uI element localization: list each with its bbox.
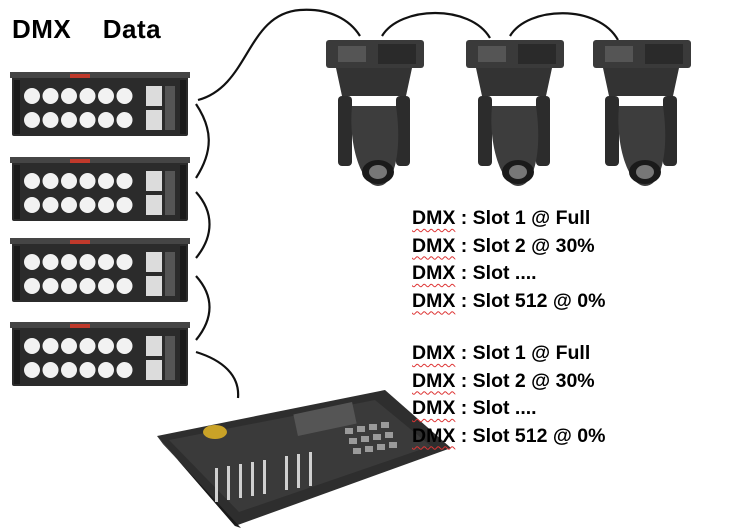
power-socket — [61, 254, 77, 270]
dmx-slot-message: DMX : Slot 2 @ 30% — [412, 233, 606, 261]
dmx-keyword: DMX — [412, 262, 456, 284]
power-socket — [116, 338, 133, 354]
power-socket — [98, 338, 114, 354]
power-socket — [98, 88, 114, 104]
dmx-keyword: DMX — [412, 342, 456, 364]
power-socket — [98, 173, 114, 189]
dimmer-pack-2 — [10, 157, 190, 221]
power-socket — [42, 278, 59, 294]
dmx-slot-message: DMX : Slot 512 @ 0% — [412, 288, 606, 316]
power-socket — [79, 173, 96, 189]
diagram-title: DMX Data — [12, 14, 162, 44]
power-socket — [98, 362, 114, 378]
power-socket — [79, 278, 96, 294]
power-socket — [42, 254, 59, 270]
dimmer-pack-4 — [10, 322, 190, 386]
dimmer-pack-3 — [10, 238, 190, 302]
power-socket — [24, 88, 40, 104]
power-socket — [61, 362, 77, 378]
power-socket — [79, 197, 96, 213]
power-socket — [24, 338, 40, 354]
power-socket — [79, 254, 96, 270]
dmx-slot-message: DMX : Slot .... — [412, 395, 606, 423]
slot-value-text: : Slot 1 @ Full — [455, 207, 591, 229]
dimmer-pack-1 — [10, 72, 190, 136]
power-socket — [116, 278, 133, 294]
power-socket — [24, 278, 40, 294]
power-socket — [24, 362, 40, 378]
power-socket — [42, 338, 59, 354]
slot-value-text: : Slot 512 @ 0% — [455, 424, 606, 447]
power-socket — [61, 173, 77, 189]
power-socket — [24, 254, 40, 270]
dmx-slot-message: DMX : Slot 512 @ 0% — [412, 423, 606, 451]
power-socket — [61, 197, 77, 213]
dmx-slot-message: DMX : Slot 1 @ Full — [412, 340, 606, 368]
slot-value-text: : Slot 512 @ 0% — [455, 289, 606, 312]
dmx-keyword: DMX — [412, 369, 456, 392]
power-socket — [116, 112, 133, 128]
dmx-keyword: DMX — [412, 289, 456, 312]
power-socket — [116, 362, 133, 378]
dmx-slot-message: DMX : Slot 2 @ 30% — [412, 368, 606, 396]
power-socket — [116, 88, 133, 104]
power-socket — [79, 112, 96, 128]
power-socket — [116, 173, 133, 189]
power-socket — [24, 197, 40, 213]
power-socket — [61, 88, 77, 104]
slot-value-text: : Slot 1 @ Full — [455, 342, 591, 364]
slot-value-text: : Slot .... — [455, 397, 537, 419]
power-socket — [61, 278, 77, 294]
slot-value-text: : Slot 2 @ 30% — [455, 369, 595, 392]
dmx-keyword: DMX — [412, 397, 456, 419]
power-socket — [79, 88, 96, 104]
power-socket — [98, 278, 114, 294]
power-socket — [42, 362, 59, 378]
power-socket — [42, 197, 59, 213]
lighting-console — [157, 390, 451, 528]
dmx-slot-message: DMX : Slot .... — [412, 260, 606, 288]
power-socket — [42, 112, 59, 128]
power-socket — [61, 112, 77, 128]
power-socket — [79, 362, 96, 378]
power-socket — [98, 112, 114, 128]
slot-value-text: : Slot 2 @ 30% — [455, 234, 595, 257]
power-socket — [116, 254, 133, 270]
power-socket — [116, 197, 133, 213]
moving-head-2 — [466, 40, 564, 186]
dmx-keyword: DMX — [412, 234, 456, 257]
dmx-slot-message: DMX : Slot 1 @ Full — [412, 205, 606, 233]
moving-head-3 — [593, 40, 691, 186]
slot-value-text: : Slot .... — [455, 262, 537, 284]
power-socket — [24, 112, 40, 128]
dmx-keyword: DMX — [412, 424, 456, 447]
power-socket — [98, 197, 114, 213]
moving-head-1 — [326, 40, 424, 186]
power-socket — [61, 338, 77, 354]
dmx-keyword: DMX — [412, 207, 456, 229]
power-socket — [79, 338, 96, 354]
power-socket — [24, 173, 40, 189]
power-socket — [42, 173, 59, 189]
power-socket — [98, 254, 114, 270]
power-socket — [42, 88, 59, 104]
